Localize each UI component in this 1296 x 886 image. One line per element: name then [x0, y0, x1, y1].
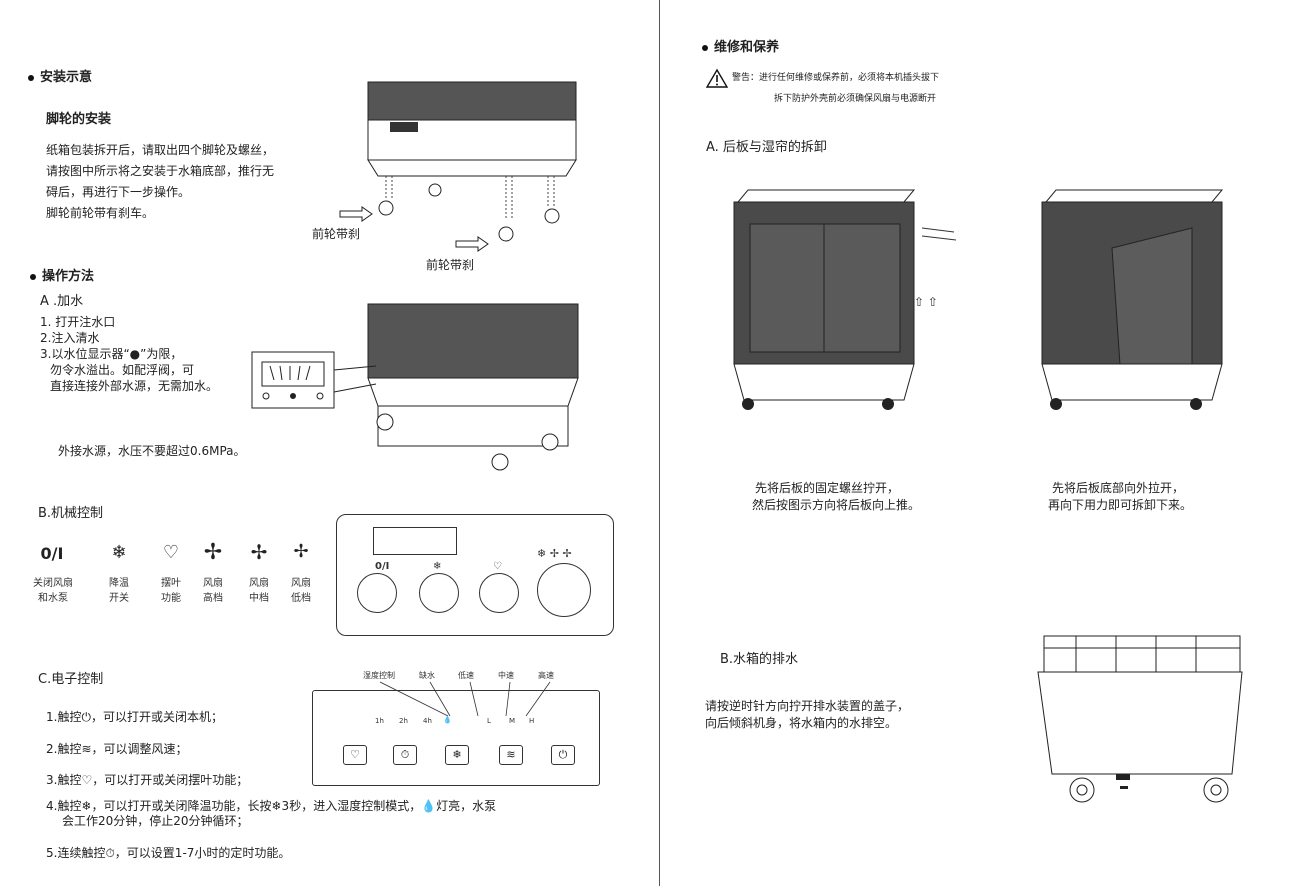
- drain-line: 请按逆时针方向拧开排水装置的盖子，: [705, 699, 910, 713]
- caster-install-subtitle: 脚轮的安装: [46, 112, 112, 127]
- fan-mid-icon: ✢: [250, 540, 268, 564]
- install-line: 纸箱包装拆开后，请取出四个脚轮及螺丝，: [46, 143, 275, 157]
- water-fill-illustration: [251, 303, 579, 471]
- fan-speed-button[interactable]: ≋: [499, 745, 523, 765]
- icon-label: 风扇中档: [249, 578, 269, 604]
- timer-indicator: 1h: [375, 717, 384, 725]
- icon-label: 关闭风扇和水泵: [33, 578, 73, 604]
- knob-label: 0/I: [375, 561, 390, 572]
- knob-label: ❄ ✢ ✢: [537, 547, 572, 560]
- power-knob[interactable]: [357, 573, 397, 613]
- install-line: 脚轮前轮带有刹车。: [46, 206, 155, 220]
- step-line: 直接连接外部水源，无需加水。: [50, 379, 219, 393]
- fan-high-icon: ✢: [203, 540, 223, 565]
- swing-knob[interactable]: [479, 573, 519, 613]
- step-line: 1. 打开注水口: [40, 315, 116, 329]
- svg-text:⇧ ⇧: ⇧ ⇧: [914, 295, 938, 309]
- power-button[interactable]: ⏻: [551, 745, 575, 765]
- cooling-button[interactable]: ❄: [445, 745, 469, 765]
- icon-label: 摆叶功能: [161, 578, 181, 604]
- panel-leader-lines: [379, 681, 551, 717]
- caption-line: 先将后板的固定螺丝拧开，: [755, 481, 900, 495]
- mechanical-control-title: B.机械控制: [38, 506, 104, 521]
- speed-indicator: L: [487, 717, 491, 725]
- add-water-subtitle: A .加水: [40, 294, 84, 309]
- drain-line: 向后倾斜机身，将水箱内的水排空。: [705, 716, 898, 730]
- knob-label: ♡: [493, 561, 502, 572]
- step-line: 2.注入清水: [40, 331, 100, 345]
- swing-icon: ♡: [162, 542, 180, 563]
- water-tank-drain-illustration: [1037, 635, 1243, 803]
- icon-label: 降温开关: [109, 578, 129, 604]
- install-line: 请按图中所示将之安装于水箱底部，推行无: [46, 164, 275, 178]
- operation-title: 操作方法: [30, 265, 94, 284]
- timer-indicator: 4h: [423, 717, 432, 725]
- front-brake-label: 前轮带刹: [312, 227, 361, 241]
- section-a-title: A. 后板与湿帘的拆卸: [706, 140, 827, 155]
- electronic-item: 3.触控♡，可以打开或关闭摆叶功能；: [46, 773, 249, 787]
- panel-display: [373, 527, 457, 555]
- electronic-item: 会工作20分钟，停止20分钟循环；: [62, 814, 249, 828]
- rear-panel-removal-illustration-2: [1041, 189, 1224, 410]
- fan-low-icon: ✢: [293, 541, 309, 562]
- cooling-icon: ❄: [111, 542, 127, 563]
- power-off-icon: 0/I: [40, 544, 64, 563]
- fan-speed-knob[interactable]: [537, 563, 591, 617]
- timer-indicator: 2h: [399, 717, 408, 725]
- warning-line: 拆下防护外壳前必须确保风扇与电源断开: [774, 94, 937, 104]
- swing-button[interactable]: ♡: [343, 745, 367, 765]
- electronic-item: 2.触控≋，可以调整风速；: [46, 742, 188, 756]
- icon-label: 风扇高档: [203, 578, 223, 604]
- panel-top-label: 中速: [498, 671, 514, 680]
- install-instructions: 纸箱包装拆开后，请取出四个脚轮及螺丝， 请按图中所示将之安装于水箱底部，推行无 …: [46, 140, 274, 224]
- install-line: 碍后，再进行下一步操作。: [46, 185, 191, 199]
- step-line: 3.以水位显示器“●”为限，: [40, 347, 183, 361]
- electronic-control-title: C.电子控制: [38, 672, 104, 687]
- step-line: 勿令水溢出。如配浮阀，可: [50, 363, 195, 377]
- water-drop-icon: 💧: [443, 716, 452, 724]
- caption-line: 先将后板底部向外拉开，: [1052, 481, 1185, 495]
- panel-top-label: 高速: [538, 671, 554, 680]
- caster-install-illustration: [339, 81, 577, 252]
- panel-top-label: 低速: [458, 671, 474, 680]
- mechanical-control-panel: 0/I ❄ ♡ ❄ ✢ ✢: [336, 514, 614, 636]
- icon-label: 风扇低档: [291, 578, 311, 604]
- electronic-item: 5.连续触控⏱，可以设置1-7小时的定时功能。: [46, 846, 291, 860]
- page-divider: [659, 0, 660, 886]
- speed-indicator: M: [509, 717, 516, 725]
- knob-label: ❄: [433, 561, 442, 572]
- warning-icon: [706, 68, 728, 88]
- front-brake-label: 前轮带刹: [426, 258, 475, 272]
- caption-line: 再向下用力即可拆卸下来。: [1048, 498, 1193, 512]
- speed-indicator: H: [529, 717, 535, 725]
- install-title: 安装示意: [28, 66, 92, 85]
- add-water-steps: 1. 打开注水口 2.注入清水 3.以水位显示器“●”为限， 勿令水溢出。如配浮…: [40, 314, 218, 394]
- timer-button[interactable]: ⏱: [393, 745, 417, 765]
- rear-panel-removal-illustration-1: ⇧ ⇧: [733, 189, 957, 410]
- warning-line: 警告：进行任何维修或保养前，必须将本机插头拔下: [732, 73, 940, 83]
- panel-top-label: 缺水: [419, 671, 435, 680]
- caption-line: 然后按图示方向将后板向上推。: [752, 498, 921, 512]
- electronic-item: 4.触控❄，可以打开或关闭降温功能，长按❄3秒，进入湿度控制模式，💧灯亮，水泵: [46, 799, 497, 813]
- panel-top-label: 湿度控制: [363, 671, 395, 680]
- electronic-item: 1.触控⏻，可以打开或关闭本机；: [46, 710, 223, 724]
- pressure-note: 外接水源，水压不要超过0.6MPa。: [58, 444, 246, 458]
- cooling-knob[interactable]: [419, 573, 459, 613]
- electronic-control-panel: 1h 2h 4h 💧 L M H ♡ ⏱ ❄ ≋ ⏻: [312, 690, 600, 786]
- maintenance-title: 维修和保养: [702, 36, 779, 55]
- section-b-title: B.水箱的排水: [720, 652, 799, 667]
